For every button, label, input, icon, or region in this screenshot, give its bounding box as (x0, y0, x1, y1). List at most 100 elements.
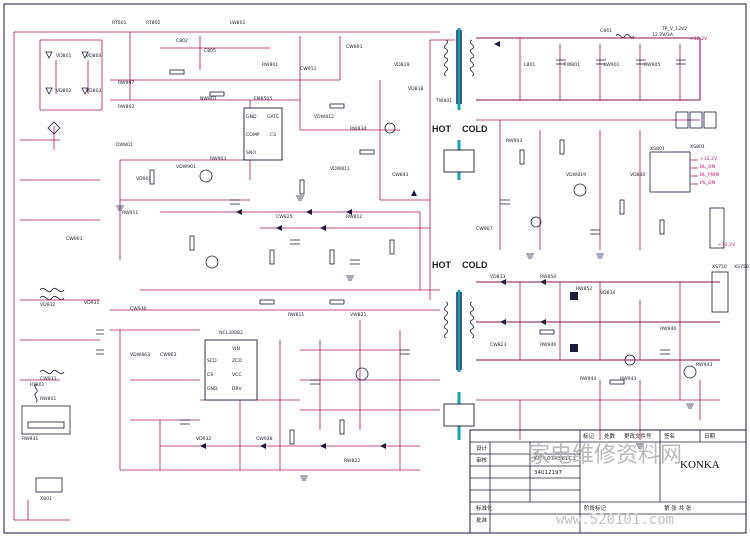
part-label-36: CW931 (40, 376, 57, 382)
part-label-29: RW812 (346, 214, 362, 220)
tb-stage: 阶段标记 (584, 504, 607, 512)
optocoupler-2 (443, 403, 475, 427)
ic2-pin-5: ZCD (232, 358, 242, 364)
ic1-pin-1: GND (246, 114, 257, 120)
ic2-pin-1: VIN (232, 346, 240, 352)
passive-components (149, 69, 670, 445)
transformer-1 (443, 30, 475, 104)
part-label-24: VD901 (136, 176, 152, 182)
signal-4: PS_ON (700, 180, 715, 186)
part-label-64: CW930 (130, 306, 147, 312)
part-label-52: RW944 (580, 376, 596, 382)
tb-row-2: 审核 (476, 456, 488, 464)
ic1-part: EM8505 (254, 96, 273, 102)
signal-3: BL_PWM (700, 172, 719, 178)
part-label-33: VD931 (84, 300, 100, 306)
test-point-12v: TP_V_12V2 (661, 26, 687, 32)
rail-12v-net-a: +12.2V (690, 36, 708, 42)
ic1-pin-5: SNO (246, 150, 256, 156)
part-label-37: C841 (600, 28, 612, 34)
tb-row-4: 批准 (476, 516, 488, 524)
primary-wiring (110, 31, 455, 471)
ic-led-driver: NCL30082 VIN SCD CS GND ZCD VCC DRV (204, 330, 258, 401)
transformer-2 (443, 292, 475, 370)
signal-1: +12.2V (700, 156, 718, 162)
mains-input-section (13, 31, 130, 521)
signal-list: +12.2V BL_ON BL_PWM PS_ON (700, 156, 719, 186)
connector-xs801-label: XS801 (650, 146, 665, 152)
part-label-12: VD819 (394, 62, 410, 68)
part-label-28: CW825 (276, 214, 293, 220)
led-output-section (476, 271, 729, 440)
part-label-44: VDW819 (566, 172, 586, 178)
part-label-56: VDW863 (130, 352, 150, 358)
tb-row-1: 设计 (476, 444, 488, 452)
ic2-pin-2: SCD (207, 358, 217, 364)
tb-brand: KONKA (680, 459, 720, 471)
part-label-3: VD804 (86, 53, 102, 59)
hot-label-mid: HOT (432, 260, 452, 270)
diodes (200, 41, 546, 449)
part-label-23: CW841 (392, 172, 409, 178)
header-12v (709, 207, 725, 249)
part-label-65: XS750 (734, 264, 749, 270)
part-label-16: RW802 (118, 104, 134, 110)
part-label-34: VD932 (40, 302, 56, 308)
part-label-18: NW801 (200, 96, 217, 102)
part-label-54: RW940 (660, 326, 676, 332)
mains-connector (35, 477, 63, 493)
ic1-pin-4: CS (270, 132, 276, 138)
tb-head-3: 更改文件号 (624, 432, 652, 440)
ic2-pin-7: DRV (232, 386, 242, 392)
part-label-46: VD833 (490, 274, 506, 280)
rail-12v-rating: 12.2V/3A (652, 32, 674, 38)
part-label-62: RW801 (40, 396, 56, 402)
ic1-pin-3: COMP (246, 132, 260, 138)
header-pin-c (703, 111, 717, 129)
part-label-27: RW903 (210, 156, 226, 162)
part-label-8: LW801 (230, 20, 246, 26)
tb-sheet: 第 张 共 张 (664, 504, 692, 512)
part-label-63: X801 (40, 496, 52, 502)
header-pin-a (675, 111, 689, 129)
part-label-19: VDW812 (314, 114, 334, 120)
tb-head-2: 处数 (604, 432, 616, 440)
part-label-48: RW852 (576, 286, 592, 292)
part-label-39: FW801 (564, 62, 580, 68)
part-label-17: DW801 (116, 142, 133, 148)
part-label-26: RW911 (122, 210, 138, 216)
part-labels: RT601 VD801 VD804 VD802 VD803 C802 RT802… (22, 20, 749, 502)
part-label-55: RW943 (696, 362, 712, 368)
ic2-pin-6: VCC (232, 372, 242, 378)
part-label-59: CW928 (256, 436, 273, 442)
part-label-45: VD830 (630, 172, 646, 178)
watermark-text: 家电维修资料网 (528, 443, 682, 468)
part-label-60: RW822 (344, 458, 360, 464)
tb-head-1: 标记 (583, 432, 595, 440)
part-label-66: XS801 (690, 144, 705, 150)
cold-label-mid: COLD (462, 260, 488, 270)
part-label-53: RW943 (620, 376, 636, 382)
part-label-35: RW931 (22, 436, 38, 442)
connector-xs750-label: XS750 (712, 264, 727, 270)
tb-model: KIT-L07X561C1 (534, 456, 576, 462)
part-label-10: RW801 (262, 62, 278, 68)
fuse-holder (21, 405, 71, 435)
part-label-30: RW811 (288, 312, 304, 318)
part-label-49: VD834 (600, 290, 616, 296)
part-label-1: RT601 (112, 20, 127, 26)
part-label-43: CW907 (476, 226, 493, 232)
part-label-57: CW863 (160, 352, 177, 358)
part-label-22: VDW811 (330, 166, 350, 172)
tb-head-5: 日期 (704, 433, 716, 440)
hot-label-top: HOT (432, 124, 452, 134)
part-label-51: RW946 (540, 342, 556, 348)
part-label-61: RT801 (30, 382, 45, 388)
part-label-7: RT802 (146, 20, 161, 26)
title-block: 设计 审核 标准化 批准 标记 处数 更改文件号 签名 日期 KIT-L07X5… (469, 429, 747, 534)
part-label-47: RW850 (540, 274, 556, 280)
signal-connector-xs801 (649, 151, 691, 193)
part-label-9: C805 (204, 48, 216, 54)
part-label-14: TW801 (435, 98, 452, 104)
